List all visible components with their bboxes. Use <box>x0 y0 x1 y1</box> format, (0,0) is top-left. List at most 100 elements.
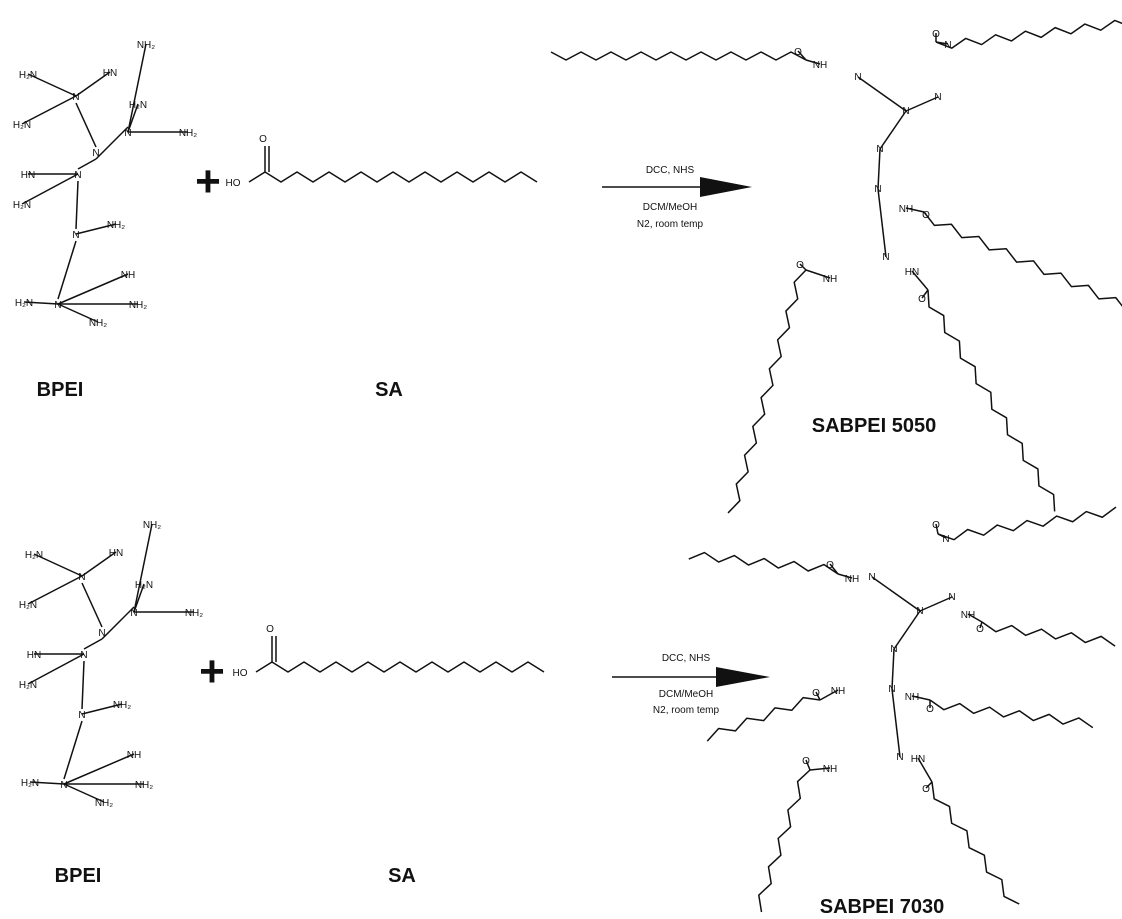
bond-line <box>133 583 145 613</box>
bond-line <box>81 582 103 628</box>
atom-label: N <box>942 534 949 545</box>
bond-chain <box>981 621 1116 647</box>
bond-line <box>75 102 97 148</box>
bond-line <box>905 207 925 213</box>
atom-label: HO <box>226 178 241 189</box>
product-2-label: SABPEI 7030 <box>820 896 945 918</box>
reaction-1-solvent: DCM/MeOH <box>643 202 697 213</box>
bond-line <box>879 110 907 150</box>
atom-label: H₂N <box>13 120 31 131</box>
bond-chain <box>927 289 1056 512</box>
atom-label: NH₂ <box>95 798 113 809</box>
atom-label: NH <box>961 610 975 621</box>
atom-label: HO <box>233 668 248 679</box>
atom-label: NH <box>823 274 837 285</box>
atom-label: HN <box>27 650 41 661</box>
bond-chain <box>937 506 1117 541</box>
bond-line <box>871 576 921 612</box>
bond-chain <box>931 781 1020 905</box>
atom-label: NH₂ <box>135 780 153 791</box>
bond-line <box>799 263 807 271</box>
atom-label: NH₂ <box>107 220 125 231</box>
reaction-arrow-2: DCC, NHS DCM/MeOH N2, room temp <box>612 653 770 716</box>
bond-line <box>63 783 105 803</box>
bond-line <box>805 759 811 771</box>
bond-line <box>21 173 79 205</box>
bond-line <box>979 621 983 629</box>
atom-label: N <box>80 650 87 661</box>
bond-chain <box>264 171 538 183</box>
atom-label: HN <box>103 68 117 79</box>
atom-label: O <box>926 704 934 715</box>
bond-line <box>75 223 117 235</box>
atom-label: H₂N <box>19 70 37 81</box>
atom-label: O <box>259 134 267 145</box>
bond-chain <box>923 211 1122 307</box>
atom-label: N <box>54 300 61 311</box>
bond-line <box>925 781 933 789</box>
atom-label: NH <box>899 204 913 215</box>
bond-line <box>81 703 123 715</box>
bond-line <box>27 73 77 97</box>
bond-line <box>911 695 931 701</box>
atom-label: O <box>266 624 274 635</box>
atom-label: N <box>78 710 85 721</box>
atom-label: NH <box>121 270 135 281</box>
bond-line <box>815 691 821 701</box>
bond-line <box>101 606 135 640</box>
bond-line <box>83 638 103 650</box>
atom-label: NH₂ <box>113 700 131 711</box>
atom-label: NH <box>813 60 827 71</box>
bond-line <box>81 660 85 710</box>
bond-line <box>127 103 139 133</box>
reaction-2-reagents: DCC, NHS <box>662 653 711 664</box>
atom-label: H₂N <box>19 680 37 691</box>
stearic-acid-structure-1: O HO <box>226 134 538 189</box>
bond-chain <box>758 769 811 913</box>
bond-line <box>877 188 887 258</box>
bond-line <box>935 523 939 535</box>
atom-label: H₂N <box>19 600 37 611</box>
atom-label: N <box>60 780 67 791</box>
atom-label: NH₂ <box>179 128 197 139</box>
bond-line <box>857 76 907 112</box>
atom-label: N <box>72 230 79 241</box>
reaction-2-solvent: DCM/MeOH <box>659 689 713 700</box>
reactant-2-label-bpei: BPEI <box>55 865 102 887</box>
bond-line <box>921 289 929 299</box>
atom-label: NH₂ <box>89 318 107 329</box>
atom-label: N <box>98 628 105 639</box>
reaction-2-atmosphere: N2, room temp <box>653 705 720 716</box>
bond-chain <box>727 269 807 514</box>
bond-line <box>255 661 273 673</box>
bond-line <box>21 95 77 125</box>
atom-label: O <box>796 260 804 271</box>
atom-label: H₂N <box>13 200 31 211</box>
bond-chain <box>688 551 839 575</box>
bond-line <box>917 757 933 783</box>
bond-line <box>77 158 97 170</box>
bond-line <box>75 71 111 97</box>
bond-line <box>919 596 953 612</box>
bond-line <box>33 553 83 577</box>
atom-label: NH <box>905 692 919 703</box>
bond-chain <box>935 19 1122 49</box>
atom-label: NH <box>127 750 141 761</box>
reactant-1-label-bpei: BPEI <box>37 379 84 401</box>
bond-line <box>29 781 65 785</box>
atom-label: N <box>882 252 889 263</box>
atom-label: NH <box>823 764 837 775</box>
bond-line <box>905 96 939 112</box>
atom-label: O <box>922 784 930 795</box>
bond-line <box>75 180 79 230</box>
reaction-arrow-1: DCC, NHS DCM/MeOH N2, room temp <box>602 165 752 230</box>
bond-line <box>893 610 921 650</box>
bond-line <box>911 270 929 291</box>
bond-line <box>819 689 839 701</box>
atom-label: N <box>74 170 81 181</box>
stearic-acid-structure-2: O HO <box>233 624 545 679</box>
atom-label: N <box>130 608 137 619</box>
